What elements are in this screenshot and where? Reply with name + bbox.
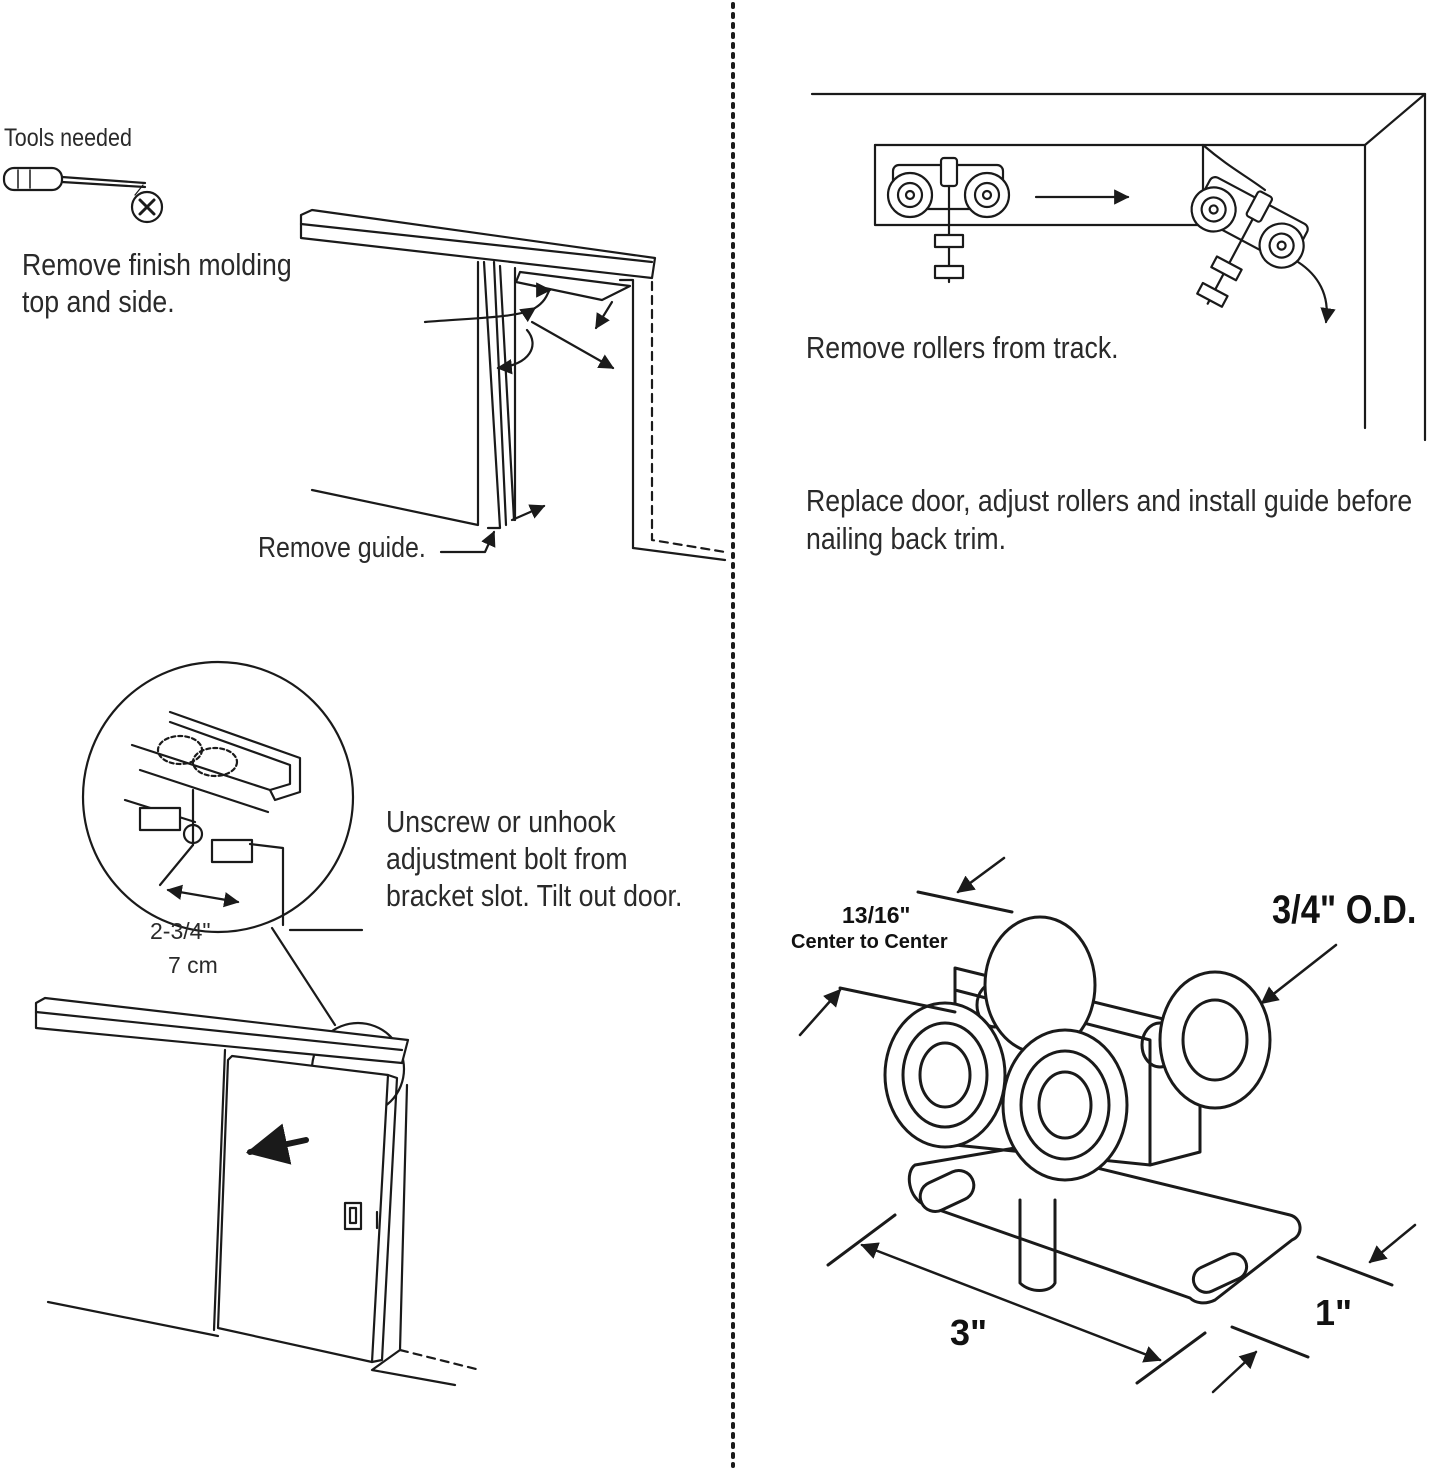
- molding-door-illustration: [299, 208, 727, 562]
- molding-caption: Remove finish molding top and side.: [22, 247, 292, 319]
- track-rollers-illustration: [810, 92, 1427, 442]
- replace-door-caption: Replace door, adjust rollers and install…: [806, 483, 1413, 556]
- screwdriver-icon: [2, 166, 164, 224]
- roller-assembly-illustration: [798, 856, 1417, 1394]
- remove-guide-label: Remove guide.: [258, 532, 426, 564]
- dimension-cm-label: 7 cm: [168, 952, 218, 978]
- dimension-inches-label: 2-3/4": [150, 918, 211, 944]
- length-dimension-label: 3": [950, 1312, 988, 1353]
- tools-needed-label: Tools needed: [4, 124, 132, 152]
- center-distance-label: 13/16": [842, 902, 911, 928]
- unscrew-caption: Unscrew or unhook adjustment bolt from b…: [386, 804, 683, 913]
- width-dimension-label: 1": [1315, 1292, 1353, 1333]
- bracket-detail-illustration: [34, 660, 482, 1387]
- rollers-caption: Remove rollers from track.: [806, 330, 1119, 365]
- outer-diameter-label: 3/4" O.D.: [1272, 888, 1417, 932]
- center-to-center-label: Center to Center: [791, 931, 948, 953]
